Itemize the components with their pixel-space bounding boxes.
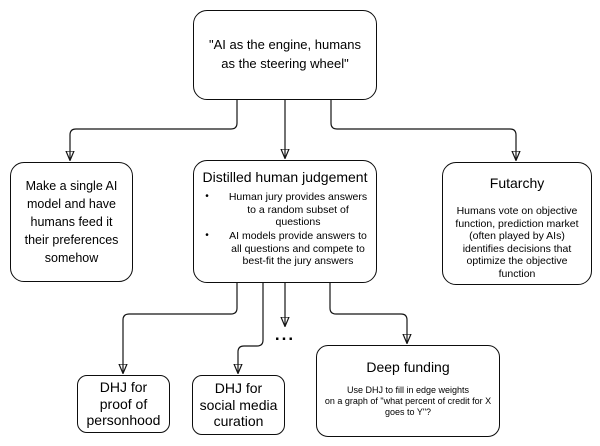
node-single-ai-model-label: Make a single AI model and have humans f…: [24, 178, 119, 266]
node-dhj-social-media-curation: DHJ for social media curation: [192, 375, 285, 435]
node-single-ai-model: Make a single AI model and have humans f…: [10, 162, 133, 282]
bullet-text: AI models provide answers to all questio…: [229, 230, 367, 268]
node-distilled-human-judgement: Distilled human judgement • Human jury p…: [193, 160, 377, 283]
bullet-icon: •: [205, 230, 209, 242]
node-dhj-social-media-curation-label: DHJ for social media curation: [199, 380, 278, 430]
bullet-item: • Human jury provides answers to a rando…: [194, 191, 376, 228]
connector-dhj-to-deep-funding: [329, 282, 407, 343]
node-futarchy-title: Futarchy: [489, 175, 545, 191]
node-root: "AI as the engine, humans as the steerin…: [193, 10, 377, 100]
ellipsis-more-indicator: ...: [274, 325, 296, 344]
bullet-icon: •: [205, 191, 209, 203]
node-deep-funding-body: Use DHJ to fill in edge weights on a gra…: [324, 385, 492, 417]
bullet-list: • Human jury provides answers to a rando…: [194, 191, 376, 269]
connector-dhj-to-proof: [123, 282, 238, 373]
node-root-label: "AI as the engine, humans as the steerin…: [208, 37, 362, 71]
node-dhj-proof-of-personhood-label: DHJ for proof of personhood: [86, 379, 161, 429]
node-futarchy-body: Humans vote on objective function, predi…: [455, 205, 579, 280]
node-dhj-proof-of-personhood: DHJ for proof of personhood: [77, 375, 170, 433]
node-distilled-human-judgement-title: Distilled human judgement: [202, 169, 368, 185]
node-deep-funding-title: Deep funding: [366, 359, 450, 375]
bullet-text: Human jury provides answers to a random …: [228, 191, 368, 228]
connector-root-to-single-model: [70, 98, 238, 160]
node-deep-funding: Deep funding Use DHJ to fill in edge wei…: [316, 345, 500, 437]
connector-dhj-to-social: [238, 282, 264, 373]
node-futarchy: Futarchy Humans vote on objective functi…: [442, 162, 592, 285]
connector-root-to-futarchy: [330, 98, 516, 160]
bullet-item: • AI models provide answers to all quest…: [194, 230, 376, 267]
